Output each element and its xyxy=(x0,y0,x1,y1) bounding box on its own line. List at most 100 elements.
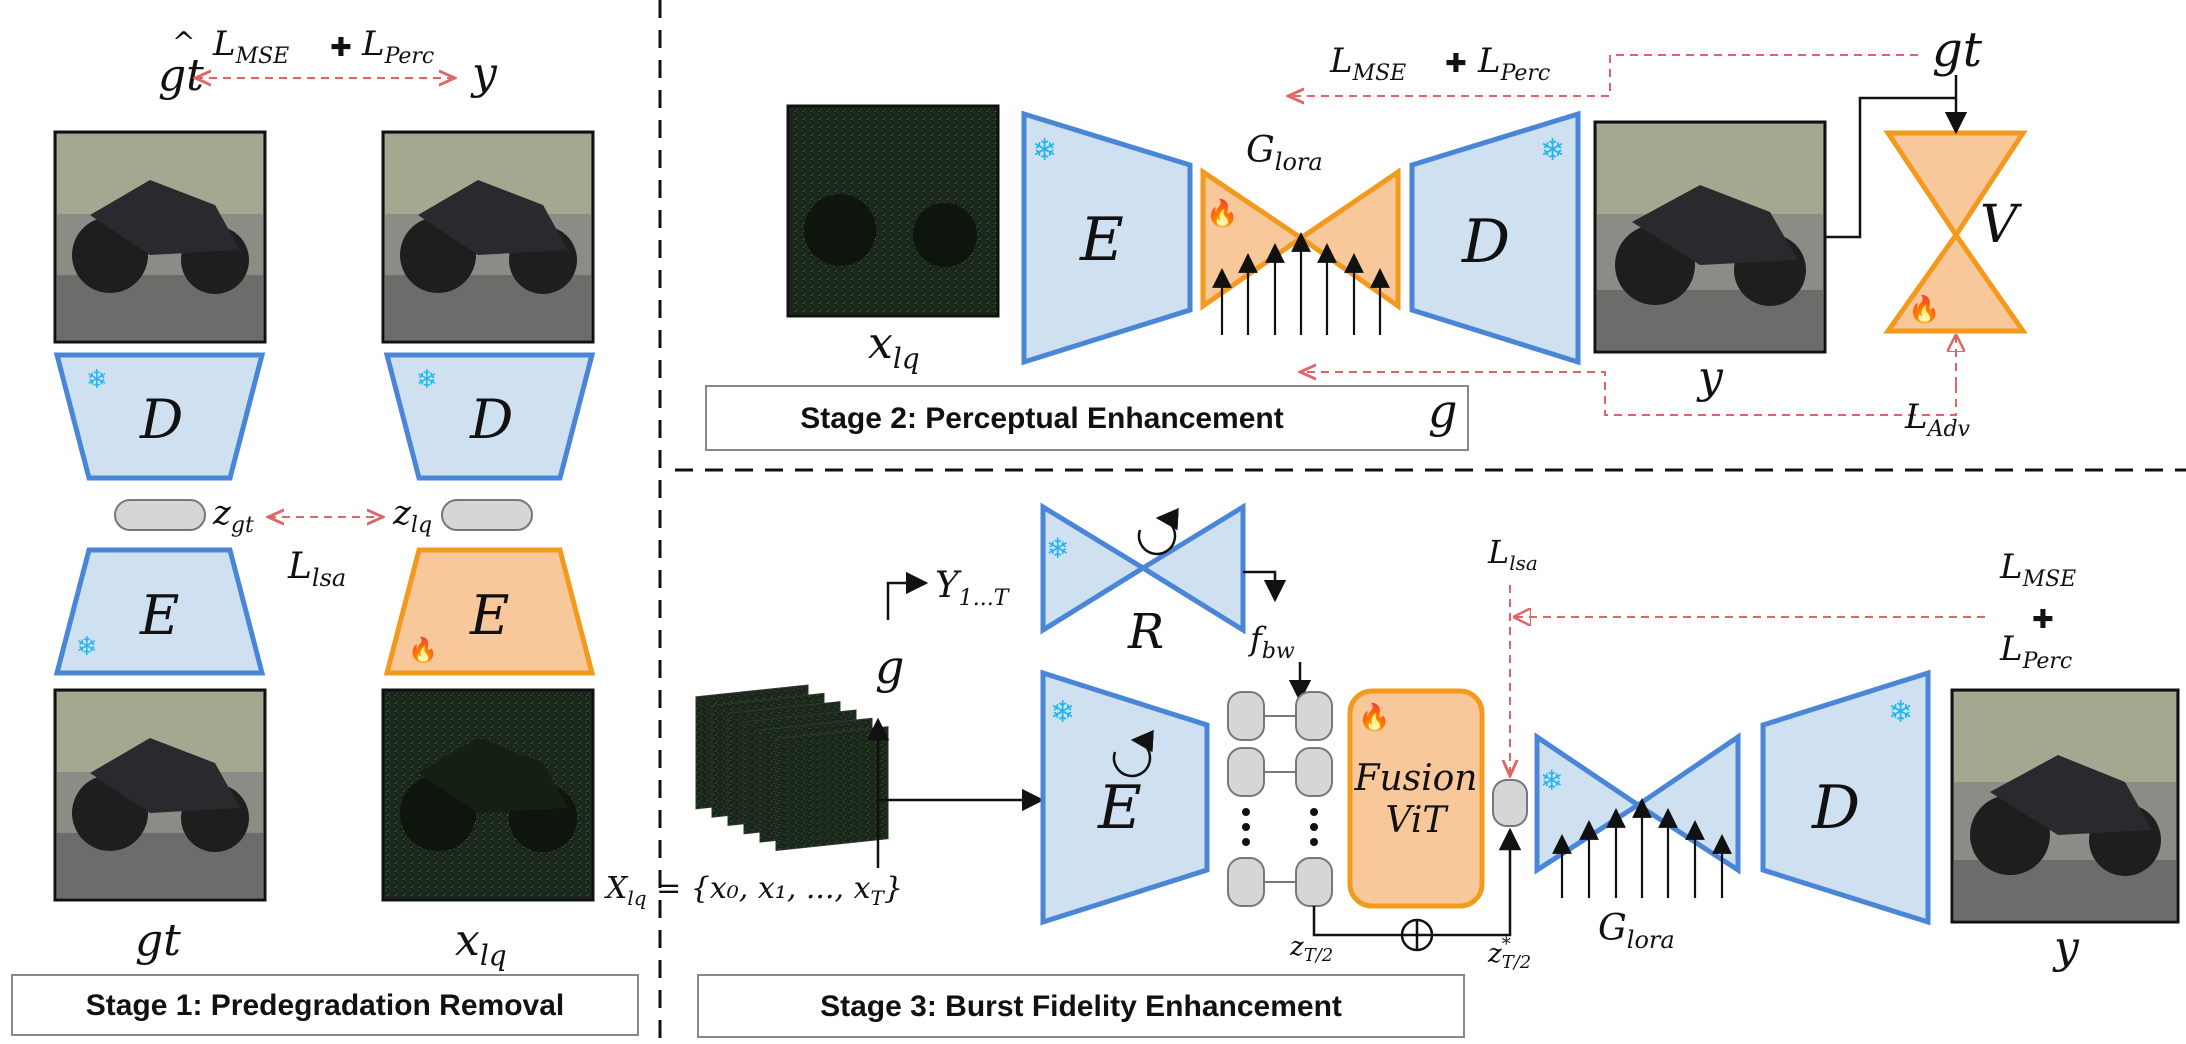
stage3-fusion-line1: Fusion xyxy=(1353,758,1477,799)
stage3-lmse-label: LMSE xyxy=(1999,547,2076,592)
stage2-loss-label-2: LPerc xyxy=(1477,41,1550,86)
stage1-caption-box xyxy=(11,974,639,1036)
stage2-discriminator xyxy=(1883,130,2028,334)
stage3-fused-latent xyxy=(1492,779,1528,827)
stage2-loss-label: LMSE xyxy=(1329,41,1406,86)
stage1-caption: Stage 1: Predegradation Removal xyxy=(86,989,564,1022)
stage2-loss-plus: ✚ xyxy=(1445,49,1467,79)
stage2-loss-arrow xyxy=(1288,54,1918,96)
stage3-x-set: Xlq = {x₀, x₁, ..., xT} xyxy=(604,871,903,910)
stage2-glora-label: Glora xyxy=(1246,130,1323,176)
snowflake-icon: ❄ xyxy=(1032,133,1057,168)
stage1-encoder-right-label: E xyxy=(469,584,509,647)
stage1-latent-gt xyxy=(114,499,206,531)
stage2-v-label: V xyxy=(1980,195,2022,255)
stage1-y-label: y xyxy=(470,48,498,99)
fire-icon: 🔥 xyxy=(1206,198,1238,229)
loop-arrow-icon xyxy=(1137,507,1179,556)
stage1-panel: gt ^ LMSE ✚ LPerc y ❄ xyxy=(11,24,639,1036)
stage3-g-label: g xyxy=(875,640,904,694)
stage1-z-gt: zgt xyxy=(212,493,254,538)
stage3-latent-grid xyxy=(1227,691,1333,907)
stage1-loss-label: LMSE xyxy=(212,24,289,69)
stage1-gt-hat-accent: ^ xyxy=(172,26,195,59)
fire-icon: 🔥 xyxy=(1358,702,1390,733)
snowflake-icon: ❄ xyxy=(1540,764,1563,797)
stage2-image-y xyxy=(1593,120,1827,354)
stage3-fbw-arrow xyxy=(1243,570,1287,603)
loop-arrow-icon xyxy=(1112,729,1154,778)
snowflake-icon: ❄ xyxy=(1046,532,1069,565)
stage3-lperc-label: LPerc xyxy=(1999,629,2072,674)
stage2-encoder xyxy=(1021,110,1193,366)
stage3-glora-label: Glora xyxy=(1598,908,1675,954)
stage2-decoder-label: D xyxy=(1461,207,1510,277)
stage3-caption: Stage 3: Burst Fidelity Enhancement xyxy=(820,990,1342,1023)
stage3-input-line xyxy=(876,788,1045,868)
snowflake-icon: ❄ xyxy=(416,365,438,395)
stage3-ellipsis-dots xyxy=(1242,808,1318,846)
stage2-ladv-label: LAdv xyxy=(1904,397,1971,442)
snowflake-icon: ❄ xyxy=(76,632,98,662)
stage1-gt-label: gt xyxy=(135,915,181,966)
stage3-encoder xyxy=(1040,669,1210,926)
stage1-decoder-left-label: D xyxy=(139,388,183,451)
stage1-image-gt xyxy=(53,688,267,902)
stage3-llsa-label: Llsa xyxy=(1487,533,1538,575)
stage3-y-label: y xyxy=(2052,922,2080,973)
stage3-image-y xyxy=(1950,688,2180,924)
stage3-lora-arrows xyxy=(1552,798,1732,898)
stage3-zstar-label: z*T/2 xyxy=(1487,934,1531,973)
stage2-decoder xyxy=(1409,110,1581,366)
stage1-decoder-right xyxy=(383,352,596,481)
stage2-adv-arrow xyxy=(1300,372,1957,416)
stage1-loss-plus: ✚ xyxy=(330,33,352,63)
stage3-flow-net xyxy=(1040,502,1246,635)
snowflake-icon: ❄ xyxy=(1050,695,1075,730)
stage3-burst-stack xyxy=(695,684,889,851)
stage2-panel: xlq ❄ E 🔥 Glora ❄ D xyxy=(705,22,2028,451)
stage3-decoder-label: D xyxy=(1811,773,1860,843)
stage2-lora-arrows xyxy=(1212,232,1390,335)
stage3-yseq-label: Y1...T xyxy=(935,565,1011,611)
stage2-xlq-label: xlq xyxy=(868,318,920,375)
stage2-caption-box xyxy=(705,385,1469,451)
snowflake-icon: ❄ xyxy=(1888,695,1913,730)
stage1-encoder-left xyxy=(53,547,266,676)
fire-icon: 🔥 xyxy=(408,636,438,664)
stage1-image-xlq xyxy=(381,688,595,902)
snowflake-icon: ❄ xyxy=(86,365,108,395)
stage2-image-xlq xyxy=(786,104,1000,318)
stage1-image-gt-hat xyxy=(53,130,267,344)
stage3-glora xyxy=(1534,732,1741,875)
stage3-fusion-vit xyxy=(1347,688,1485,909)
stage1-decoder-left xyxy=(53,352,266,481)
stage3-fusion-line2: ViT xyxy=(1386,800,1450,841)
stage1-latent-lq xyxy=(441,499,533,531)
stage3-caption-box xyxy=(697,974,1465,1038)
snowflake-icon: ❄ xyxy=(1540,133,1565,168)
stage2-y-label: y xyxy=(1696,352,1724,403)
stage3-decoder xyxy=(1760,669,1931,926)
stage2-y-to-disc xyxy=(1825,96,1956,239)
stage1-xlq-label: xlq xyxy=(455,915,507,972)
stage3-fbw-label: fbw xyxy=(1248,620,1295,664)
stage2-encoder-label: E xyxy=(1079,205,1124,275)
stage1-encoder-left-label: E xyxy=(139,584,179,647)
stage1-image-y xyxy=(381,130,595,344)
stage1-l-lsa: Llsa xyxy=(287,546,346,592)
stage2-caption: Stage 2: Perceptual Enhancement xyxy=(800,402,1284,435)
stage3-r-label: R xyxy=(1127,604,1164,660)
stage2-gt-label: gt xyxy=(1932,22,1983,78)
stage1-z-lq: zlq xyxy=(392,493,432,538)
stage3-zhalf-label: zT/2 xyxy=(1289,932,1333,966)
stage1-decoder-right-label: D xyxy=(469,388,513,451)
stage1-encoder-right xyxy=(383,547,596,676)
stage1-loss-label-2: LPerc xyxy=(361,24,434,69)
stage3-panel: Xlq = {x₀, x₁, ..., xT} g Y1...T ❄ R fbw… xyxy=(604,502,2180,1038)
fire-icon: 🔥 xyxy=(1908,294,1940,325)
stage2-g-label: g xyxy=(1428,384,1457,438)
stage3-loss-plus: ✚ xyxy=(2032,605,2054,635)
stage3-y-seq-arrow xyxy=(886,571,929,620)
